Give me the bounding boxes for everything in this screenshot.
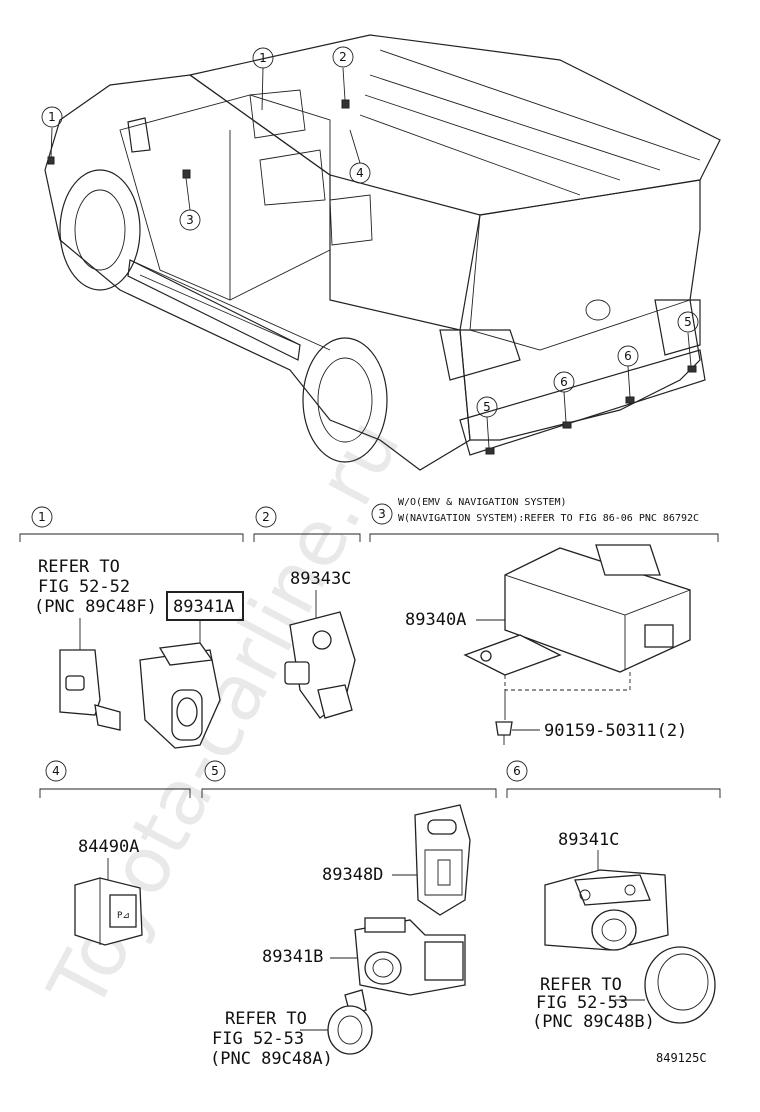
svg-text:4: 4 xyxy=(52,764,60,778)
section-5-header: 5 xyxy=(201,760,497,798)
svg-text:5: 5 xyxy=(684,315,692,329)
callout-3: 3 xyxy=(179,209,201,231)
s5-ref-line3: (PNC 89C48A) xyxy=(210,1049,333,1069)
diagram-code: 849125C xyxy=(656,1051,707,1065)
callout-2: 2 xyxy=(332,46,354,68)
vehicle-illustration xyxy=(44,34,721,471)
svg-text:2: 2 xyxy=(339,50,347,64)
s5-sensor-89341B xyxy=(354,917,466,996)
callout-1-front: 1 xyxy=(41,106,63,128)
s1-sensor-89341A xyxy=(139,642,221,749)
s1-ref-line2: FIG 52-52 xyxy=(38,577,130,597)
section-4-header: 4 xyxy=(39,760,191,798)
s5-ref-line1: REFER TO xyxy=(225,1009,307,1029)
svg-text:6: 6 xyxy=(560,375,568,389)
callout-6-left: 6 xyxy=(553,371,575,393)
section-3-header: 3 W/O(EMV & NAVIGATION SYSTEM) W(NAVIGAT… xyxy=(369,497,719,542)
s6-sensor-89341C xyxy=(544,869,669,951)
callout-4: 4 xyxy=(349,162,371,184)
svg-text:6: 6 xyxy=(624,349,632,363)
part-highlight-box xyxy=(166,591,244,621)
s2-sensor-89343C xyxy=(284,611,356,719)
s4-part-number: 84490A xyxy=(78,837,139,857)
s3-bolt xyxy=(495,721,513,745)
svg-text:6: 6 xyxy=(513,764,521,778)
section-6-header: 6 xyxy=(506,760,721,798)
s4-switch-84490A: P⊿ xyxy=(74,877,143,946)
section-1-header: 1 xyxy=(19,506,244,542)
s3-bolt-number: 90159-50311(2) xyxy=(544,721,687,741)
callout-5-left: 5 xyxy=(476,396,498,418)
s5-ref-line2: FIG 52-53 xyxy=(212,1029,304,1049)
s6-part-number: 89341C xyxy=(558,830,619,850)
s1-sensor-bracket xyxy=(59,649,121,731)
s6-ref-line2: FIG 52-53 xyxy=(536,993,628,1013)
svg-text:P⊿: P⊿ xyxy=(117,911,130,921)
s3-ecu-89340A xyxy=(463,544,691,676)
s5-part-number-b: 89341B xyxy=(262,947,323,967)
s5-bezel xyxy=(327,989,373,1055)
callout-6-right: 6 xyxy=(617,345,639,367)
s5-retainer-89348D xyxy=(414,804,471,916)
s1-ref-line3: (PNC 89C48F) xyxy=(34,597,157,617)
s1-part-number: 89341A xyxy=(173,597,234,617)
s6-bezel xyxy=(644,946,716,1024)
s6-ref-line1: REFER TO xyxy=(540,975,622,995)
section-3-note-1: W/O(EMV & NAVIGATION SYSTEM) xyxy=(398,497,567,508)
s6-ref-line3: (PNC 89C48B) xyxy=(532,1012,655,1032)
s1-ref-line1: REFER TO xyxy=(38,557,120,577)
s2-part-number: 89343C xyxy=(290,569,351,589)
svg-text:4: 4 xyxy=(356,166,364,180)
svg-text:2: 2 xyxy=(262,510,270,524)
svg-text:1: 1 xyxy=(48,110,56,124)
svg-text:3: 3 xyxy=(378,507,386,521)
svg-text:3: 3 xyxy=(186,213,194,227)
svg-text:5: 5 xyxy=(483,400,491,414)
svg-text:1: 1 xyxy=(38,510,46,524)
svg-text:5: 5 xyxy=(211,764,219,778)
svg-text:1: 1 xyxy=(259,51,267,65)
section-2-header: 2 xyxy=(253,506,361,542)
callout-1-dash: 1 xyxy=(252,47,274,69)
s5-part-number-a: 89348D xyxy=(322,865,383,885)
callout-5-right: 5 xyxy=(677,311,699,333)
s3-part-number: 89340A xyxy=(405,610,466,630)
section-3-note-2: W(NAVIGATION SYSTEM):REFER TO FIG 86-06 … xyxy=(398,513,699,524)
